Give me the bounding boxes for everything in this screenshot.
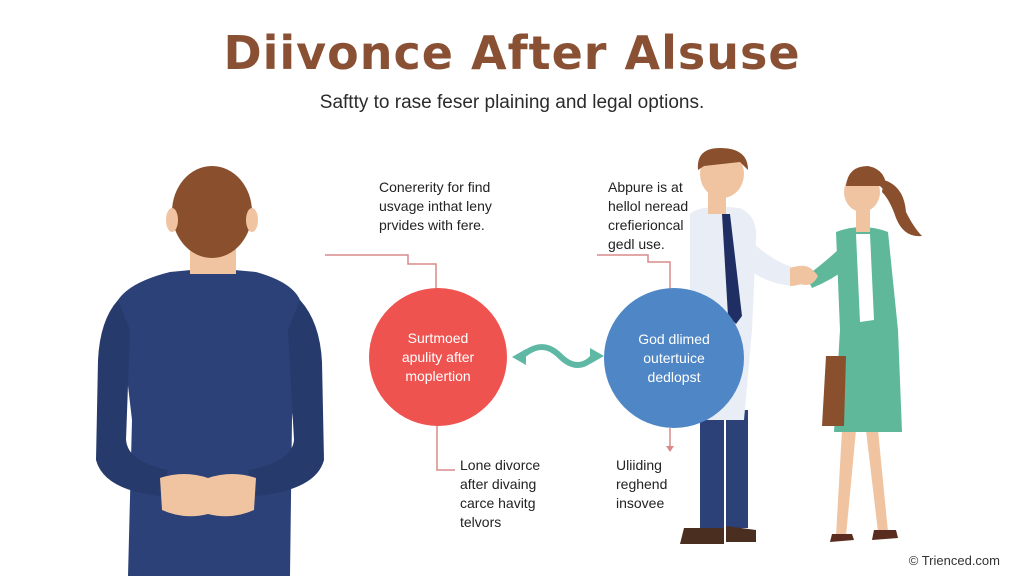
blue-circle-node: God dlimed outertuice dedlopst <box>604 288 744 428</box>
page-title: Diivonce After Alsuse <box>223 26 801 80</box>
man-back-figure <box>96 166 324 576</box>
connector-bottom-left <box>436 426 455 471</box>
connector-lines <box>325 254 671 471</box>
woman-figure <box>800 166 922 542</box>
page-subtitle: Saftty to rase feser plaining and legal … <box>319 92 705 113</box>
note-bottom-left: Lone divorce after divaing carce havitg … <box>460 457 541 530</box>
connector-arrowhead <box>666 446 674 452</box>
note-top-right: Abpure is at hellol neread crefierioncal… <box>608 179 689 252</box>
note-bottom-right: Uliiding reghend insovee <box>616 457 668 511</box>
red-circle-node: Surtmoed apulity after moplertion <box>369 288 507 426</box>
note-top-left: Conererity for find usvage inthat leny p… <box>379 179 492 233</box>
footer-credit: © Trienced.com <box>908 553 1000 568</box>
connector-top-left <box>325 254 437 290</box>
connector-top-right <box>597 254 671 290</box>
exchange-arrow-icon <box>512 344 604 368</box>
